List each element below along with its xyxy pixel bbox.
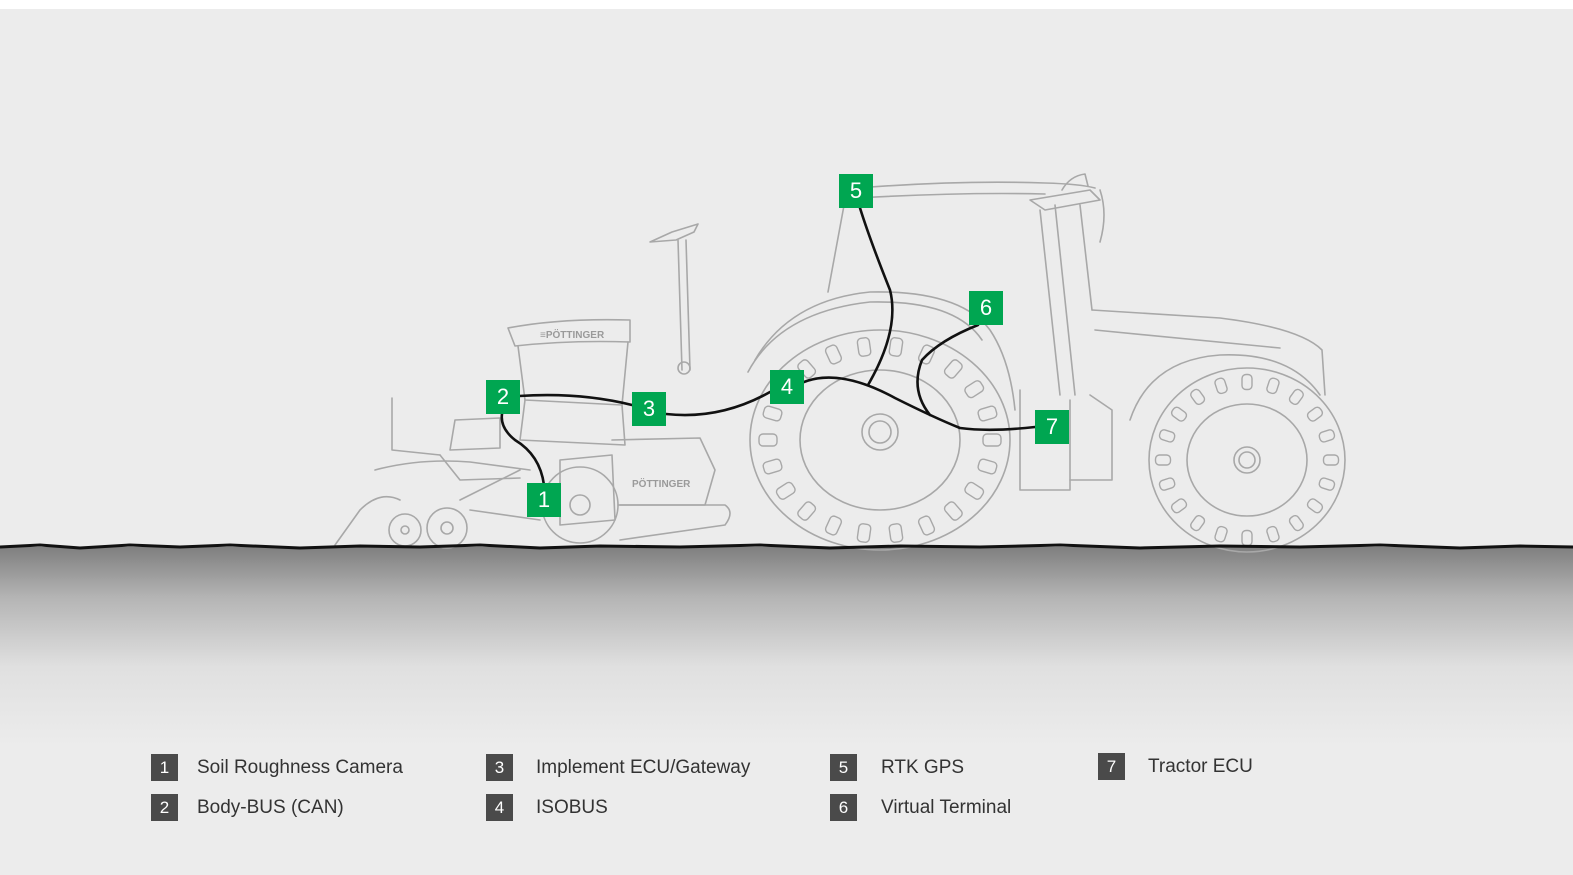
legend-label: Soil Roughness Camera <box>197 756 403 780</box>
legend-label: Tractor ECU <box>1148 755 1253 779</box>
marker-5[interactable]: 5 <box>839 174 873 208</box>
tire-lug <box>762 458 783 475</box>
tire-lug <box>963 379 985 399</box>
hopper-brand-text: ≡PÖTTINGER <box>540 328 605 341</box>
marker-7[interactable]: 7 <box>1035 410 1069 444</box>
tire-lug <box>775 481 797 501</box>
tire-lug <box>1189 388 1206 406</box>
side-brand-text: PÖTTINGER <box>632 477 691 490</box>
tire-lug <box>1318 429 1335 443</box>
tire-lug <box>943 500 964 521</box>
legend-label: ISOBUS <box>536 796 608 820</box>
tire-lug <box>762 405 783 422</box>
legend-badge: 6 <box>830 794 857 821</box>
tire-lug <box>857 337 871 357</box>
tire-lug <box>943 358 964 379</box>
tire-lug <box>1306 497 1324 514</box>
legend-badge: 3 <box>486 754 513 781</box>
tire-lug <box>1170 497 1188 514</box>
tire-lug <box>1242 531 1252 546</box>
tire-lug <box>759 434 777 446</box>
tire-lug <box>824 344 842 365</box>
tire-lug <box>983 434 1001 446</box>
tire-lug <box>1266 526 1280 543</box>
legend-label: Implement ECU/Gateway <box>536 756 750 780</box>
legend-badge: 5 <box>830 754 857 781</box>
tire-lug <box>824 515 842 536</box>
marker-3[interactable]: 3 <box>632 392 666 426</box>
tire-lug <box>977 405 998 422</box>
tire-lug <box>796 500 817 521</box>
cable-5-trunk <box>860 208 892 385</box>
tire-lug <box>1158 429 1175 443</box>
tire-lug <box>963 481 985 501</box>
marker-1[interactable]: 1 <box>527 483 561 517</box>
tire-lug <box>917 515 935 536</box>
tire-lug <box>977 458 998 475</box>
tire-lug <box>1266 377 1280 394</box>
tire-lug <box>1189 514 1206 532</box>
legend-badge: 7 <box>1098 753 1125 780</box>
tire-lug <box>1306 406 1324 423</box>
tire-lug <box>1318 477 1335 491</box>
tire-lug <box>1158 477 1175 491</box>
tire-lug <box>889 337 903 357</box>
tire-lug <box>1170 406 1188 423</box>
tire-lug <box>1156 455 1171 465</box>
marker-6[interactable]: 6 <box>969 291 1003 325</box>
tire-lug <box>1242 375 1252 390</box>
legend-badge: 4 <box>486 794 513 821</box>
legend-badge: 1 <box>151 754 178 781</box>
tire-lug <box>857 523 871 543</box>
legend-label: Body-BUS (CAN) <box>197 796 344 820</box>
tire-lug <box>1288 388 1305 406</box>
legend-label: RTK GPS <box>881 756 964 780</box>
tire-lug <box>1288 514 1305 532</box>
tire-lug <box>889 523 903 543</box>
legend-badge: 2 <box>151 794 178 821</box>
tire-lug <box>1214 526 1228 543</box>
tire-lug <box>1214 377 1228 394</box>
marker-2[interactable]: 2 <box>486 380 520 414</box>
cable-4-7 <box>804 378 1035 430</box>
legend-label: Virtual Terminal <box>881 796 1011 820</box>
tire-lug <box>1324 455 1339 465</box>
cable-1-2 <box>502 414 544 485</box>
soil-gradient <box>0 547 1573 747</box>
marker-4[interactable]: 4 <box>770 370 804 404</box>
